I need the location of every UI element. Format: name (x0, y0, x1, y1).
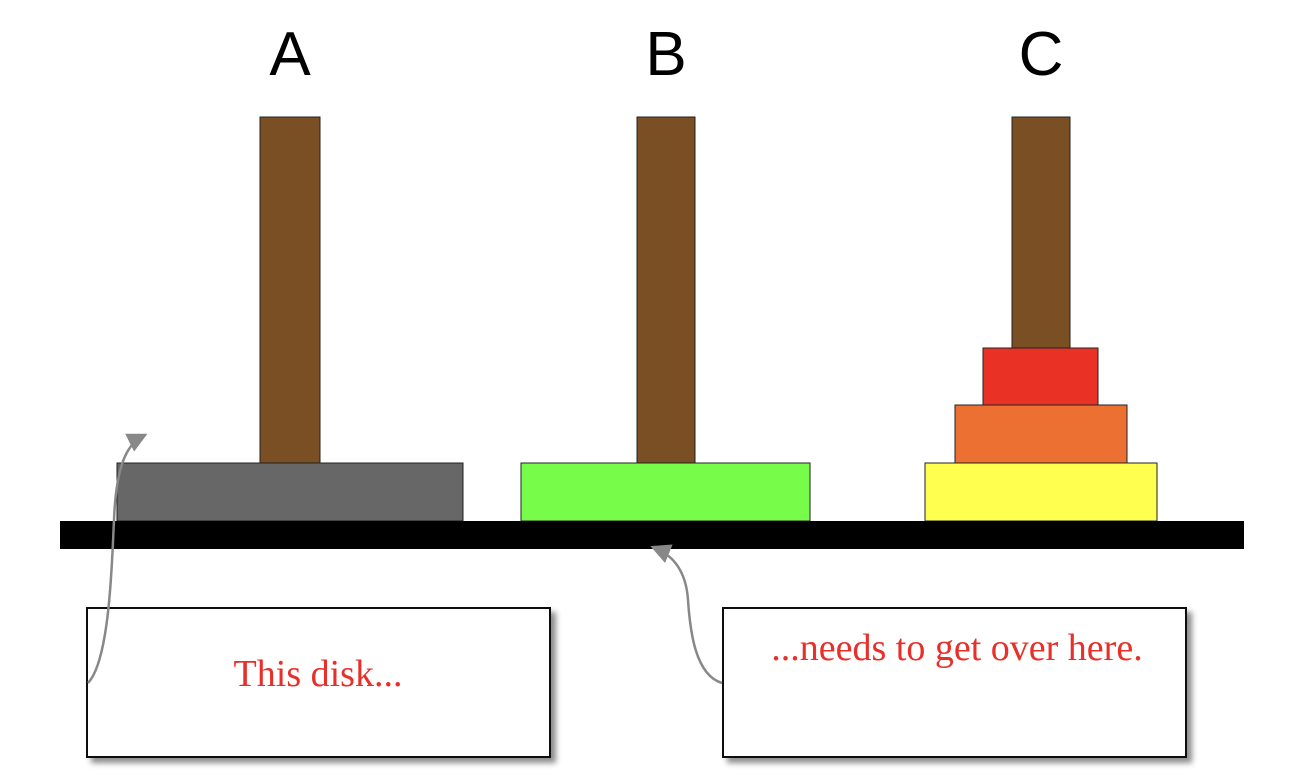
peg-a (259, 116, 321, 464)
peg-label-b: B (645, 20, 686, 89)
callout-box-right (722, 607, 1187, 758)
disk-green (520, 462, 811, 522)
peg-c (1011, 116, 1071, 349)
peg-label-c: C (1019, 20, 1064, 89)
callout-text-right: ...needs to get over here. (771, 627, 1142, 669)
arrow-right (650, 544, 723, 685)
callout-box-left (86, 607, 551, 758)
disk-orange (954, 404, 1128, 464)
base (60, 521, 1244, 549)
disk-yellow (924, 462, 1158, 522)
callout-text-left: This disk... (234, 653, 403, 695)
peg-b (636, 116, 696, 464)
disk-red (982, 347, 1099, 406)
disk-gray (116, 462, 464, 522)
arrow-left (87, 433, 148, 684)
peg-label-a: A (269, 20, 311, 89)
